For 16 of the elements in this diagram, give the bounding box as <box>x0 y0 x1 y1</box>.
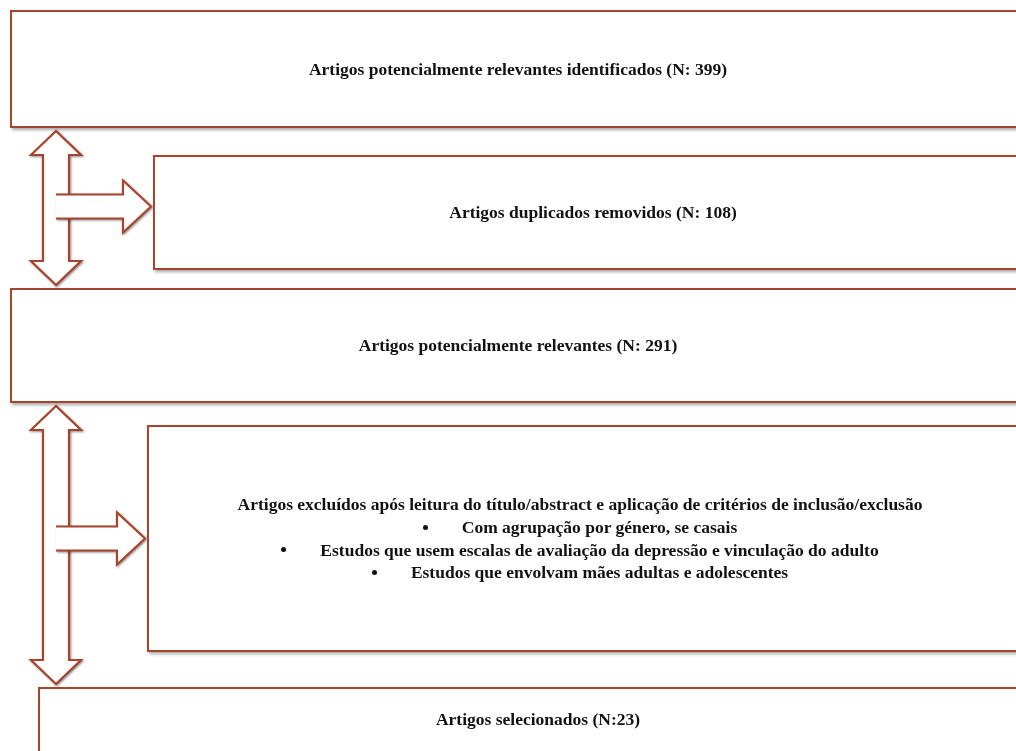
block-arrow <box>28 404 84 686</box>
block-arrow <box>54 177 153 236</box>
process-box <box>10 10 1016 128</box>
box-text: Artigos selecionados (N:23) <box>435 707 641 731</box>
process-box <box>153 155 1016 270</box>
block-arrow <box>28 129 84 287</box>
bullet-item: Com agrupação por género, se casais <box>461 515 738 539</box>
process-box <box>147 425 1016 652</box>
box-text: Artigos duplicados removidos (N: 108) <box>449 201 737 224</box>
process-box <box>10 288 1016 403</box>
box-text: Artigos potencialmente relevantes identificados (N: 399) <box>308 57 728 81</box>
box-text: Artigos potencialmente relevantes (N: 291) <box>358 334 678 357</box>
bullet-item: Estudos que envolvam mães adultas e adolescentes <box>410 561 789 584</box>
bullet-item: Estudos que usem escalas de avaliação da depressão e vinculação do adulto <box>320 538 879 562</box>
block-arrow <box>54 509 147 568</box>
box-heading: Artigos excluídos após leitura do título/abstract e aplicação de critérios de inclusão/exclusão <box>237 493 923 516</box>
